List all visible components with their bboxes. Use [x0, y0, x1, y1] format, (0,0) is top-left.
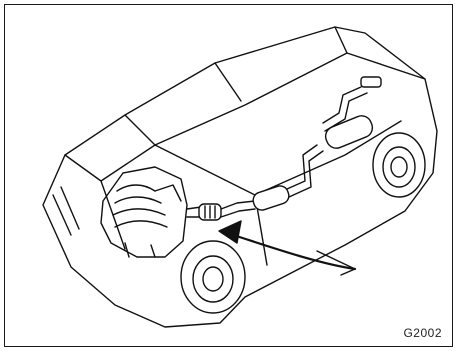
car-body — [43, 27, 437, 327]
engine — [101, 167, 187, 257]
exhaust-pipe — [187, 77, 381, 220]
front-wheel — [181, 241, 245, 313]
figure-code: G2002 — [403, 326, 442, 340]
rear-wheel — [373, 133, 425, 197]
car-exhaust-illustration — [5, 5, 454, 348]
figure-frame: G2002 — [4, 4, 453, 347]
callout-arrow — [219, 221, 355, 275]
